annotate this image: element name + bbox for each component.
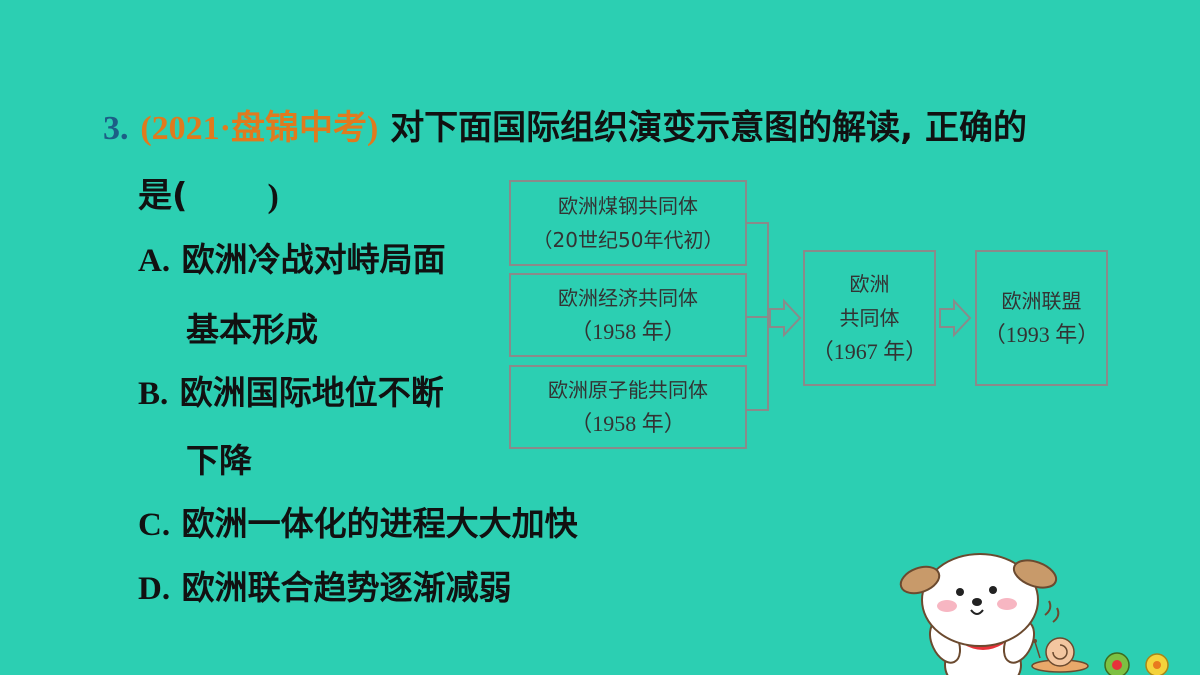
box-ec: 欧洲 共同体 （1967 年）: [803, 250, 936, 386]
option-b-continued: 下降: [186, 441, 252, 480]
arrow-right-icon: [769, 298, 802, 338]
option-b[interactable]: B. 欧洲国际地位不断: [138, 373, 444, 412]
question-stem-line2: 是(): [138, 176, 279, 216]
box-eec: 欧洲经济共同体 （1958 年）: [509, 273, 747, 357]
snail-icon: [1031, 637, 1089, 673]
question-number: 3.: [103, 110, 129, 147]
question-source: (2021·盘锦中考): [140, 108, 379, 148]
box-eu: 欧洲联盟 （1993 年）: [975, 250, 1108, 386]
option-d[interactable]: D. 欧洲联合趋势逐渐减弱: [138, 568, 512, 607]
option-a[interactable]: A. 欧洲冷战对峙局面: [138, 240, 446, 279]
question-stem-text: 对下面国际组织演变示意图的解读, 正确的: [390, 108, 1027, 148]
arrow-right-icon: [939, 298, 972, 338]
question-stem-line1: 3. (2021·盘锦中考) 对下面国际组织演变示意图的解读, 正确的: [103, 100, 1027, 149]
option-a-continued: 基本形成: [186, 310, 318, 349]
box-euratom: 欧洲原子能共同体 （1958 年）: [509, 365, 747, 449]
option-c[interactable]: C. 欧洲一体化的进程大大加快: [138, 504, 578, 543]
box-ecsc: 欧洲煤钢共同体 （20世纪50年代初）: [509, 180, 747, 266]
cartoon-puppy-icon: [899, 553, 1169, 675]
